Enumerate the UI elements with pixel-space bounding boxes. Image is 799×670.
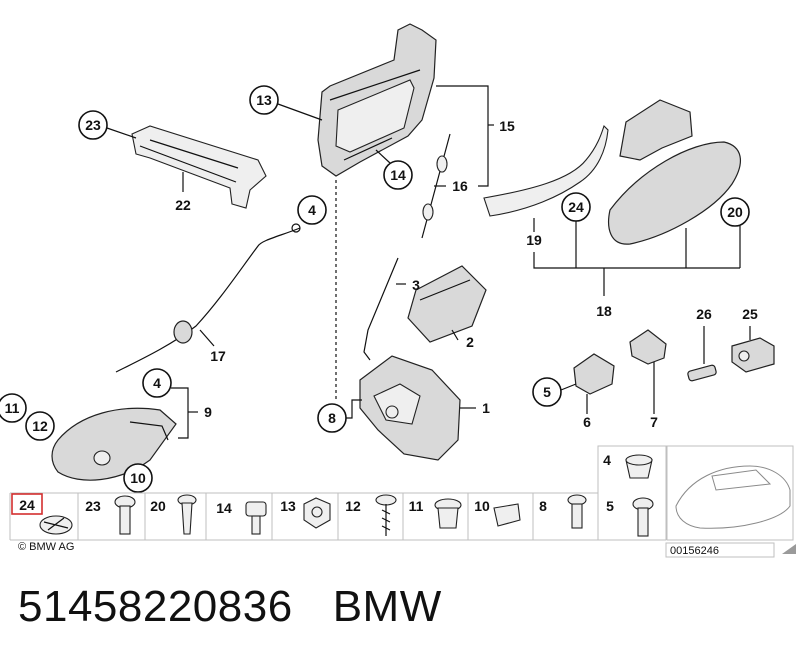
- part-number: 51458220836: [18, 582, 293, 631]
- svg-text:13: 13: [256, 92, 272, 108]
- svg-text:8: 8: [328, 410, 336, 426]
- callout-26: 26: [696, 306, 712, 364]
- callout-18: 18: [533, 228, 740, 319]
- strip-item-20: 20: [150, 494, 197, 535]
- svg-text:26: 26: [696, 306, 712, 322]
- callout-1: 1: [460, 400, 490, 416]
- parts-diagram: 23 22 13 14 15 16: [0, 23, 796, 558]
- copyright-text: © BMW AG: [18, 541, 75, 553]
- svg-text:11: 11: [409, 498, 424, 514]
- brand-name: BMW: [332, 582, 442, 631]
- svg-text:12: 12: [345, 498, 361, 514]
- svg-text:7: 7: [650, 414, 658, 430]
- callout-12: 12: [25, 411, 55, 441]
- figure-id: 00156246: [665, 542, 796, 558]
- part-bolt-26: [687, 364, 717, 382]
- part-small-rod: [421, 133, 451, 239]
- svg-text:6: 6: [583, 414, 591, 430]
- callout-17: 17: [199, 329, 226, 364]
- part-number-line: 51458220836 BMW: [18, 582, 482, 632]
- svg-text:23: 23: [85, 498, 101, 514]
- callout-4a: 4: [297, 195, 327, 225]
- svg-text:22: 22: [175, 197, 191, 213]
- part-carrier-frame: [317, 23, 437, 177]
- svg-text:10: 10: [474, 498, 490, 514]
- part-door-lock: [359, 355, 461, 461]
- callout-24: 24: [561, 192, 591, 268]
- svg-text:5: 5: [543, 384, 551, 400]
- svg-text:10: 10: [130, 470, 146, 486]
- strip-item-13: 13: [280, 497, 331, 529]
- part-actuator-rod: [363, 257, 399, 361]
- callout-9: 9: [171, 387, 212, 439]
- strip-item-11: 11: [409, 498, 462, 529]
- part-bushing-25: [731, 337, 775, 373]
- callout-23: 23: [78, 110, 137, 140]
- strip-item-14: 14: [216, 500, 267, 535]
- svg-text:24: 24: [19, 497, 35, 513]
- strip-item-24: 24: [11, 493, 73, 535]
- svg-text:17: 17: [210, 348, 226, 364]
- svg-text:24: 24: [568, 199, 584, 215]
- svg-text:5: 5: [606, 498, 614, 514]
- callout-11: 11: [0, 393, 27, 423]
- part-outer-handle: [608, 99, 741, 245]
- strip-item-23: 23: [85, 495, 136, 535]
- svg-text:2: 2: [466, 334, 474, 350]
- svg-text:11: 11: [5, 400, 20, 416]
- callout-3: 3: [396, 277, 420, 293]
- svg-text:23: 23: [85, 117, 101, 133]
- callout-22: 22: [175, 172, 191, 213]
- svg-text:00156246: 00156246: [670, 545, 719, 557]
- callout-4b: 4: [142, 368, 172, 398]
- svg-text:4: 4: [153, 375, 161, 391]
- callout-15: 15: [436, 85, 515, 187]
- part-actuator: [407, 265, 487, 343]
- svg-text:12: 12: [32, 418, 48, 434]
- part-bowden-cable: [115, 223, 301, 373]
- svg-text:25: 25: [742, 306, 758, 322]
- callout-14: 14: [375, 149, 413, 190]
- svg-text:1: 1: [482, 400, 490, 416]
- svg-text:14: 14: [216, 500, 232, 516]
- part-outer-handle-seal: [483, 124, 609, 217]
- strip-item-5: 5: [606, 497, 654, 537]
- callout-16: 16: [434, 178, 468, 194]
- callout-10: 10: [123, 463, 153, 493]
- strip-item-4: 4: [603, 452, 653, 479]
- part-interior-handle: [51, 407, 177, 481]
- fastener-strip: [9, 445, 667, 541]
- svg-text:20: 20: [727, 204, 743, 220]
- callout-20: 20: [720, 197, 750, 268]
- callout-2: 2: [451, 329, 474, 350]
- svg-text:9: 9: [204, 404, 212, 420]
- callout-7: 7: [650, 362, 658, 430]
- part-bracket-7: [629, 329, 667, 365]
- vehicle-locator-image: [666, 445, 794, 541]
- callout-13: 13: [249, 85, 323, 121]
- callout-19: 19: [526, 218, 542, 248]
- svg-text:18: 18: [596, 303, 612, 319]
- svg-text:14: 14: [390, 167, 406, 183]
- svg-text:20: 20: [150, 498, 166, 514]
- callout-6: 6: [583, 394, 591, 430]
- svg-text:4: 4: [308, 202, 316, 218]
- callout-25: 25: [742, 306, 758, 340]
- part-bracket-5: [573, 353, 615, 395]
- callout-5: 5: [532, 377, 577, 407]
- strip-item-12: 12: [345, 494, 397, 536]
- svg-text:3: 3: [412, 277, 420, 293]
- svg-text:19: 19: [526, 232, 542, 248]
- svg-text:4: 4: [603, 452, 611, 468]
- svg-text:15: 15: [499, 118, 515, 134]
- svg-text:16: 16: [452, 178, 468, 194]
- svg-text:13: 13: [280, 498, 296, 514]
- strip-item-10: 10: [474, 498, 521, 527]
- part-inner-handle-bracket: [131, 125, 267, 209]
- svg-text:8: 8: [539, 498, 547, 514]
- callout-8: 8: [317, 399, 362, 433]
- strip-item-8: 8: [539, 494, 587, 529]
